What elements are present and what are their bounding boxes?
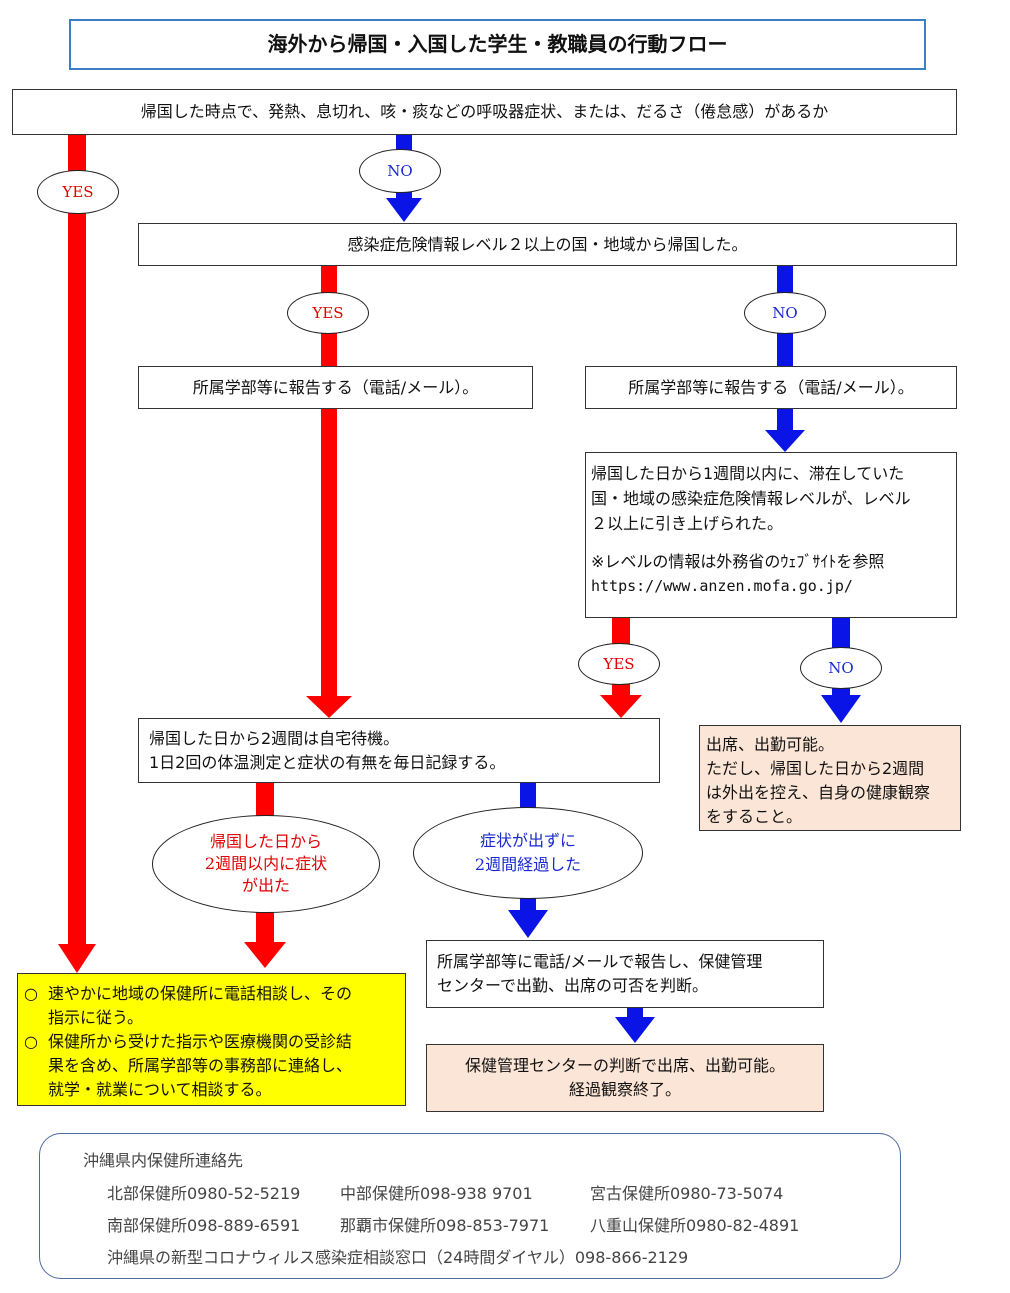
arrow-symptom-head xyxy=(244,942,286,968)
contacts-hotline[interactable]: 沖縄県の新型コロナウィルス感染症相談窓口（24時間ダイヤル）098-866-21… xyxy=(107,1248,689,1267)
arrow-q1-yes-head xyxy=(58,944,96,973)
page-title-text: 海外から帰国・入国した学生・教職員の行動フロー xyxy=(267,32,728,56)
mofa-url-text[interactable]: https://www.anzen.mofa.go.jp/ xyxy=(591,577,853,595)
yes-label: YES xyxy=(603,655,635,673)
question-level2-text: 感染症危険情報レベル２以上の国・地域から帰国した。 xyxy=(347,234,748,254)
consult-item-2-line2: 果を含め、所属学部等の事務部に連絡し、 xyxy=(48,1056,353,1075)
mofa-note-text: ※レベルの情報は外務省のｳｪﾌﾞｻｲﾄを参照 xyxy=(591,552,885,571)
contact-yaeyama[interactable]: 八重山保健所0980-82-4891 xyxy=(590,1216,800,1235)
consult-item-2-line3: 就学・就業について相談する。 xyxy=(48,1080,272,1099)
contact-naha[interactable]: 那覇市保健所098-853-7971 xyxy=(340,1216,550,1235)
no-symptom-line1: 症状が出ずに xyxy=(479,831,576,850)
arrow-report-right-head xyxy=(765,430,805,452)
observation-end-box: 保健管理センターの判断で出席、出勤可能。 経過観察終了。 xyxy=(426,1044,824,1112)
contact-hokubu[interactable]: 北部保健所0980-52-5219 xyxy=(107,1184,301,1203)
arrow-q1-no-head xyxy=(386,198,422,222)
observation-end-line1: 保健管理センターの判断で出席、出勤可能。 xyxy=(464,1056,785,1075)
no-label: NO xyxy=(772,304,798,322)
bullet-icon: ○ xyxy=(24,1032,38,1051)
home-wait-line1: 帰国した日から2週間は自宅待機。 xyxy=(149,729,400,748)
question-symptoms-text: 帰国した時点で、発熱、息切れ、咳・痰などの呼吸器症状、または、だるさ（倦怠感）が… xyxy=(140,102,829,122)
consult-health-center-box: ○ 速やかに地域の保健所に電話相談し、その 指示に従う。 ○ 保健所から受けた指… xyxy=(17,973,406,1106)
contact-chubu[interactable]: 中部保健所098-938 9701 xyxy=(340,1184,533,1203)
contacts-heading: 沖縄県内保健所連絡先 xyxy=(83,1151,244,1170)
contact-nanbu[interactable]: 南部保健所098-889-6591 xyxy=(107,1216,301,1235)
arrow-q1-yes-shaft xyxy=(68,134,86,946)
yes-oval-q1: YES xyxy=(37,170,119,214)
arrow-nosymptom-head xyxy=(508,910,548,938)
report-right-text: 所属学部等に報告する（電話/メール）。 xyxy=(628,377,914,397)
attend-allowed-line4: をすること。 xyxy=(706,807,803,826)
question-raised-level-line3: ２以上に引き上げられた。 xyxy=(591,514,784,533)
question-level2-box: 感染症危険情報レベル２以上の国・地域から帰国した。 xyxy=(138,223,957,266)
home-wait-box: 帰国した日から2週間は自宅待機。 1日2回の体温測定と症状の有無を毎日記録する。 xyxy=(138,718,660,783)
arrow-q3-yes-head xyxy=(600,695,642,718)
no-label: NO xyxy=(387,162,413,180)
arrow-final-head xyxy=(615,1017,655,1043)
question-raised-level-line2: 国・地域の感染症危険情報レベルが、レベル xyxy=(591,489,911,508)
report-center-line1: 所属学部等に電話/メールで報告し、保健管理 xyxy=(437,952,763,971)
report-center-line2: センターで出勤、出席の可否を判断。 xyxy=(437,976,709,995)
observation-end-line2: 経過観察終了。 xyxy=(568,1080,681,1099)
arrow-report-right-shaft xyxy=(777,408,793,432)
yes-label: YES xyxy=(312,304,344,322)
attend-allowed-line3: は外出を控え、自身の健康観察 xyxy=(706,783,931,802)
symptom-appeared-line1: 帰国した日から xyxy=(209,832,322,851)
report-left-box: 所属学部等に報告する（電話/メール）。 xyxy=(138,366,533,409)
consult-item-2-line1: 保健所から受けた指示や医療機関の受診結 xyxy=(48,1032,353,1051)
report-left-text: 所属学部等に報告する（電話/メール）。 xyxy=(192,377,479,397)
arrow-final-shaft xyxy=(627,1007,643,1019)
report-center-box: 所属学部等に電話/メールで報告し、保健管理 センターで出勤、出席の可否を判断。 xyxy=(426,940,824,1008)
symptom-appeared-oval: 帰国した日から 2週間以内に症状 が出た xyxy=(152,815,380,913)
consult-item-2: ○ 保健所から受けた指示や医療機関の受診結 果を含め、所属学部等の事務部に連絡し… xyxy=(24,1030,399,1102)
symptom-appeared-line3: が出た xyxy=(241,876,290,895)
home-wait-line2: 1日2回の体温測定と症状の有無を毎日記録する。 xyxy=(149,753,506,772)
consult-item-1: ○ 速やかに地域の保健所に電話相談し、その 指示に従う。 xyxy=(24,982,399,1030)
report-right-box: 所属学部等に報告する（電話/メール）。 xyxy=(585,366,957,409)
consult-item-1-line1: 速やかに地域の保健所に電話相談し、その xyxy=(48,984,353,1003)
page-title: 海外から帰国・入国した学生・教職員の行動フロー xyxy=(69,19,926,70)
question-raised-level-box: 帰国した日から1週間以内に、滞在していた 国・地域の感染症危険情報レベルが、レベ… xyxy=(585,452,957,618)
consult-item-1-line2: 指示に従う。 xyxy=(48,1008,144,1027)
yes-oval-q3: YES xyxy=(578,643,660,685)
question-raised-level-spacer xyxy=(591,536,950,549)
contacts-panel: 沖縄県内保健所連絡先 北部保健所0980-52-5219 中部保健所098-93… xyxy=(39,1133,901,1279)
attend-allowed-line1: 出席、出勤可能。 xyxy=(706,735,835,754)
arrow-report-left-head xyxy=(306,696,352,718)
no-oval-q1: NO xyxy=(359,149,441,193)
arrow-report-left-shaft xyxy=(321,408,337,698)
no-label: NO xyxy=(828,659,854,677)
symptom-appeared-line2: 2週間以内に症状 xyxy=(204,854,328,873)
question-symptoms-box: 帰国した時点で、発熱、息切れ、咳・痰などの呼吸器症状、または、だるさ（倦怠感）が… xyxy=(12,89,957,135)
contact-miyako[interactable]: 宮古保健所0980-73-5074 xyxy=(590,1184,784,1203)
no-symptom-line2: 2週間経過した xyxy=(474,855,582,874)
yes-label: YES xyxy=(62,183,94,201)
attend-allowed-line2: ただし、帰国した日から2週間 xyxy=(706,759,925,778)
bullet-icon: ○ xyxy=(24,984,38,1003)
no-oval-q3: NO xyxy=(800,647,882,689)
no-oval-q2: NO xyxy=(744,292,826,334)
no-symptom-oval: 症状が出ずに 2週間経過した xyxy=(413,807,643,899)
yes-oval-q2: YES xyxy=(287,292,369,334)
arrow-q3-no-head xyxy=(821,695,861,723)
question-raised-level-line1: 帰国した日から1週間以内に、滞在していた xyxy=(591,464,905,483)
attend-allowed-box: 出席、出勤可能。 ただし、帰国した日から2週間 は外出を控え、自身の健康観察 を… xyxy=(699,725,961,831)
